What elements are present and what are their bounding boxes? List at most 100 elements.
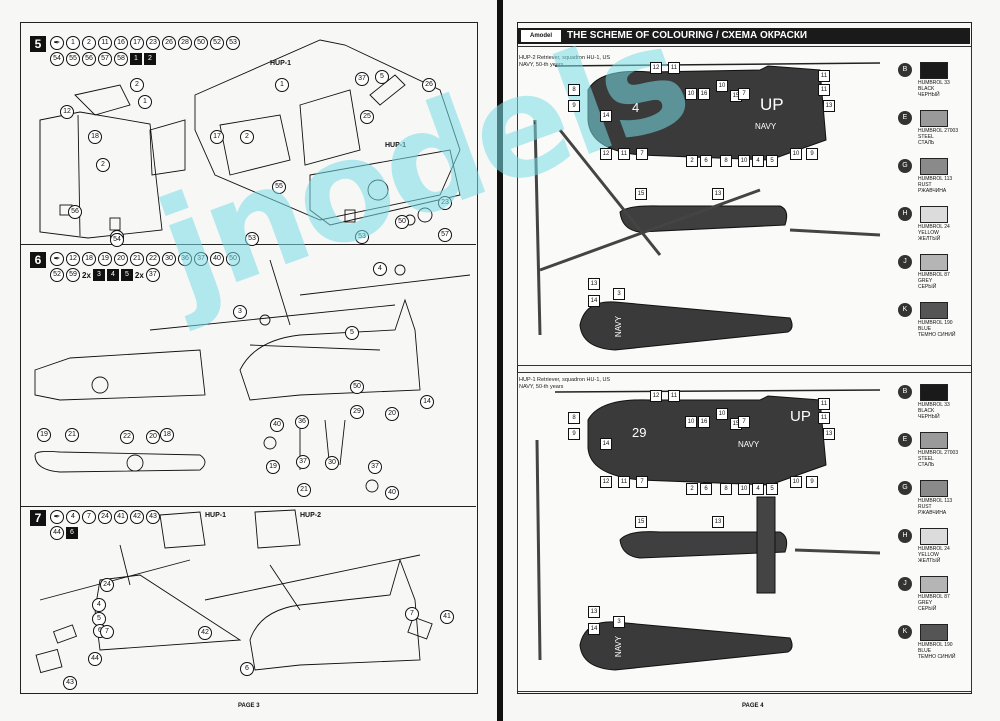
paint-name-en: BLUE [918,326,932,332]
decal-callout: 11 [818,412,830,424]
callout-part-number: 53 [355,230,369,244]
part-number: 11 [98,36,112,50]
hup2-fuselage-number: 4 [632,100,640,115]
decal-callout: 5 [766,155,778,167]
part-number: 54 [50,52,64,66]
decal-callout: 12 [600,476,612,488]
helicopter-small-drawing [34,349,206,401]
paint-chip [920,528,948,545]
callout-part-number: 21 [65,428,79,442]
callout-part-number: 25 [360,110,374,124]
decal-number: 5 [120,269,133,281]
callout-part-number: 40 [270,418,284,432]
paint-name-ru: СЕРЫЙ [918,284,937,290]
part-number: 36 [178,252,192,266]
decal-callout: 10 [685,88,697,100]
paint-name-ru: ЖЕЛТЫЙ [918,236,941,242]
callout-part-number: 50 [350,380,364,394]
callout-part-number: 7 [100,625,114,639]
part-number: 56 [82,52,96,66]
hup1-tail-code: UP [790,408,811,425]
decal-callout: 11 [818,398,830,410]
paint-brand: HUMBROL 190 [918,642,953,648]
hup2-tail-code: UP [760,95,784,114]
quantity-multiplier: 2x [82,270,91,280]
callout-part-number: 4 [373,262,387,276]
paint-name-en: BLUE [918,648,932,654]
bulkhead-part-drawing [74,84,131,116]
page-frame [20,22,478,694]
paint-brand: HUMBROL 33 [918,402,950,408]
callout-part-number: 37 [368,460,382,474]
paint-name-ru: СТАЛЬ [918,140,935,146]
paint-name-en: BLACK [918,86,935,92]
decal-callout: 11 [818,70,830,82]
callout-part-number: 18 [160,428,174,442]
paint-code: B [898,63,912,77]
part-number: 40 [210,252,224,266]
decal-callout: 13 [588,278,600,290]
decal-callout: 8 [720,483,732,495]
part-number: 43 [146,510,160,524]
decal-callout: 11 [668,62,680,74]
paint-code: K [898,303,912,317]
paint-name-ru: ЖЕЛТЫЙ [918,558,941,564]
paint-chip [920,62,948,79]
part-number: 52 [210,36,224,50]
part-number: 16 [114,36,128,50]
decal-callout: 15 [635,188,647,200]
decal-number: 6 [66,527,78,539]
paint-name-en: GREY [918,278,933,284]
callout-part-number: 26 [422,78,436,92]
page-number-right: PAGE 4 [742,703,764,709]
callout-part-number: 55 [272,180,286,194]
callout-part-number: 44 [88,652,102,666]
part-number: 19 [98,252,112,266]
part-number: 42 [130,510,144,524]
decal-callout: 14 [588,295,600,307]
decal-number: 1 [130,53,142,65]
decal-callout: 10 [716,408,728,420]
decal-callout: 12 [650,62,662,74]
paint-code: H [898,529,912,543]
paint-name-ru: СЕРЫЙ [918,606,937,612]
panel-part-drawing [149,119,186,176]
paint-name-en: RUST [918,182,932,188]
helicopter-side-drawing [239,298,421,401]
hup2-bottom-profile [579,301,793,351]
callout-part-number: 23 [438,196,452,210]
part-number: 18 [82,252,96,266]
callout-part-number: 42 [198,626,212,640]
glue-icon: ✒ [50,252,64,266]
paint-code: E [898,433,912,447]
part-number: 53 [226,36,240,50]
part-number: 50 [194,36,208,50]
decal-callout: 13 [823,428,835,440]
callout-part-number: 57 [438,228,452,242]
callout-part-number: 4 [92,598,106,612]
page-number-left: PAGE 3 [238,703,260,709]
paint-chip [920,254,948,271]
callout-part-number: 19 [37,428,51,442]
decal-callout: 3 [613,616,625,628]
hup1-navy-text: NAVY [738,440,760,449]
decal-callout: 7 [636,476,648,488]
paint-name-en: STEEL [918,456,934,462]
paint-code: E [898,111,912,125]
helicopter-belly-drawing [34,450,206,473]
part-number: 37 [194,252,208,266]
decal-callout: 13 [712,188,724,200]
callout-part-number: 1 [275,78,289,92]
paint-name-ru: РЖАВЧИНА [918,510,947,516]
paint-chip [920,158,948,175]
callout-part-number: 21 [297,483,311,497]
